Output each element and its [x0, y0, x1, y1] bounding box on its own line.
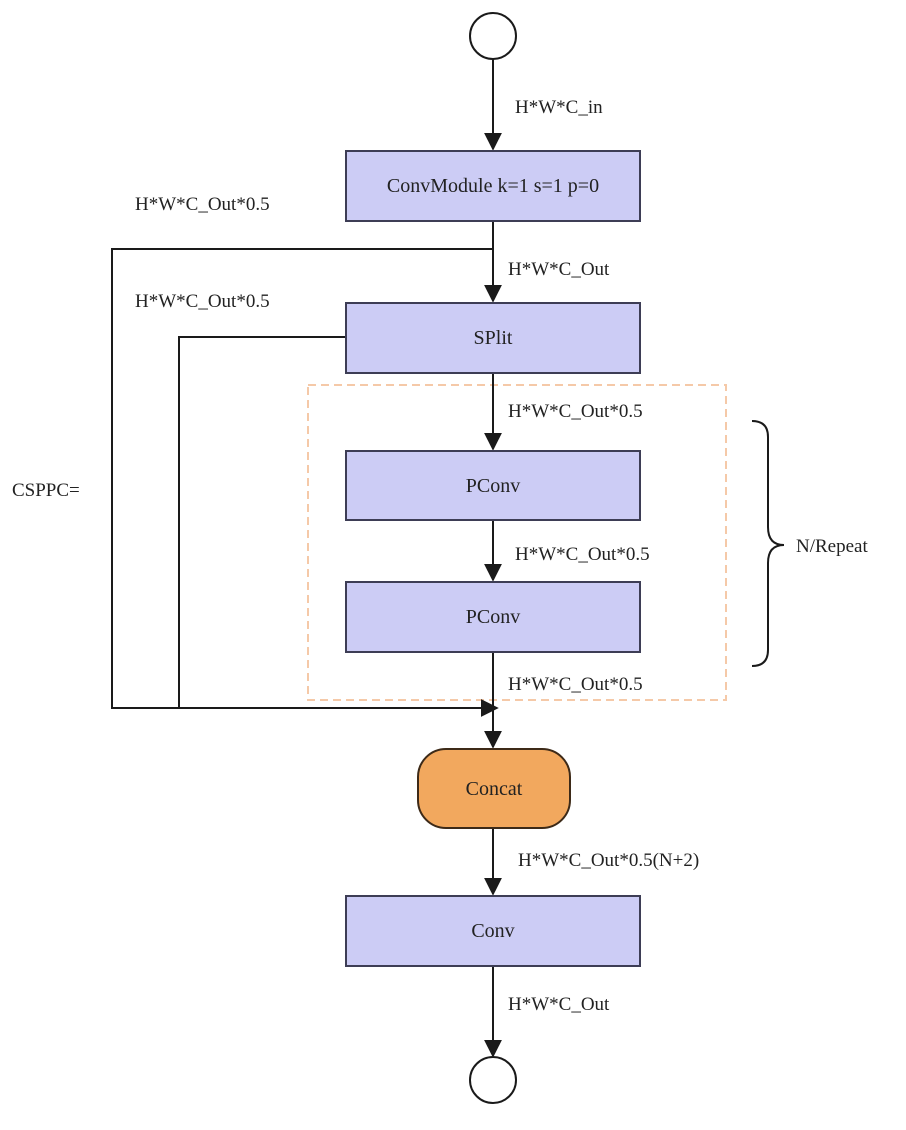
conv-module-label: ConvModule k=1 s=1 p=0: [387, 175, 599, 197]
split-label: SPlit: [474, 327, 513, 349]
split-box: [345, 302, 641, 374]
pconv-box-1: [345, 450, 641, 521]
pconv-box-2: [345, 581, 641, 653]
concat-label: Concat: [466, 778, 523, 800]
repeat-brace: [751, 420, 785, 667]
concat-box: [417, 748, 571, 829]
edge-outer-branch: [111, 248, 499, 717]
input-terminal: [469, 12, 517, 60]
label-split-out: H*W*C_Out*0.5: [508, 401, 643, 422]
edge-inner-branch: [178, 336, 346, 708]
conv-module-box: [345, 150, 641, 222]
pconv-2-label: PConv: [466, 606, 520, 628]
label-inner-branch: H*W*C_Out*0.5: [135, 291, 270, 312]
label-concat-out: H*W*C_Out*0.5(N+2): [518, 850, 699, 871]
repeat-label: N/Repeat: [796, 536, 868, 557]
prefix-label: CSPPC=: [12, 480, 80, 501]
conv-box: [345, 895, 641, 967]
label-outer-branch: H*W*C_Out*0.5: [135, 194, 270, 215]
label-pconv-out: H*W*C_Out*0.5: [508, 674, 643, 695]
pconv-1-label: PConv: [466, 475, 520, 497]
output-terminal: [469, 1056, 517, 1104]
label-input: H*W*C_in: [515, 97, 603, 118]
conv-label: Conv: [471, 920, 514, 942]
repeat-region: [307, 384, 727, 701]
label-conv-module-out: H*W*C_Out: [508, 259, 610, 280]
label-output: H*W*C_Out: [508, 994, 610, 1015]
label-pconv-mid: H*W*C_Out*0.5: [515, 544, 650, 565]
